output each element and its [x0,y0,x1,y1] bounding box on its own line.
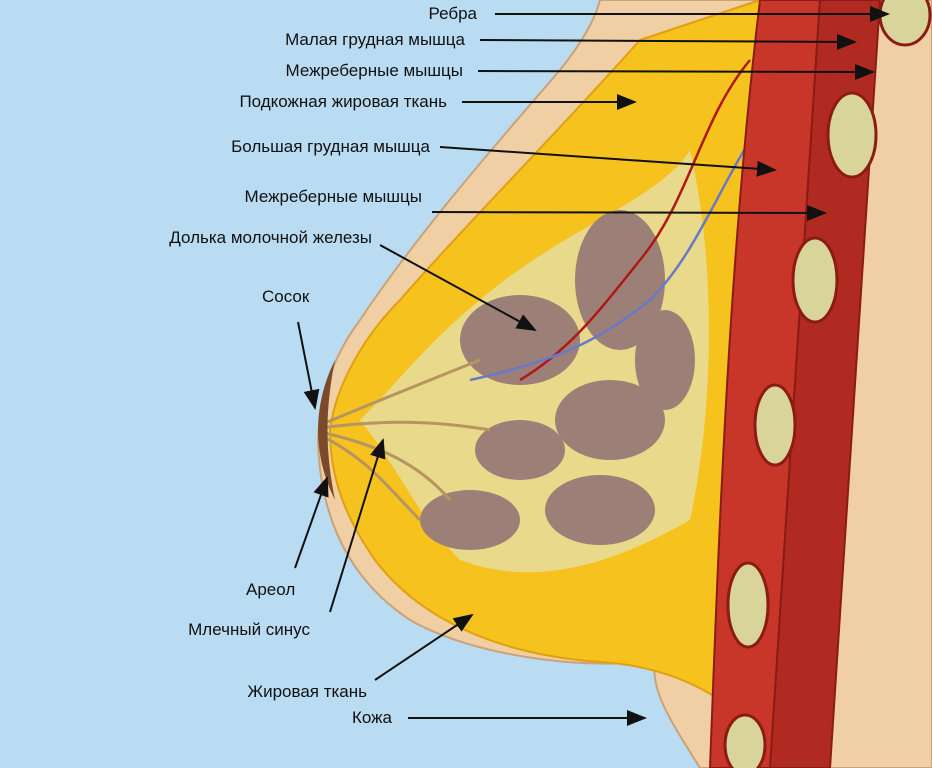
label-lobule: Долька молочной железы [169,228,372,247]
arrow-intercostal-1 [477,63,875,80]
label-fat-tissue: Жировая ткань [247,682,367,701]
arrow-lactiferous-sinus [329,438,386,613]
ribs [723,0,932,768]
arrow-intercostal-2 [431,204,827,221]
arrow-pectoralis-minor [479,33,857,50]
label-intercostal-1: Межреберные мышцы [285,61,463,80]
label-lactiferous-sinus: Млечный синус [188,620,310,639]
arrow-areola [294,476,329,569]
label-ribs: Ребра [428,4,477,23]
label-pectoralis-major: Большая грудная мышца [231,137,430,156]
lactiferous-ducts [319,358,491,522]
gland-lobules [420,210,695,550]
arrow-nipple [297,321,320,410]
label-skin: Кожа [352,708,392,727]
label-areola: Ареол [246,580,296,599]
arrow-fat-tissue [374,613,474,681]
label-subcutaneous-fat: Подкожная жировая ткань [239,92,447,111]
vein [469,109,772,382]
blood-vessel [519,59,751,382]
label-pectoralis-minor: Малая грудная мышца [285,30,465,49]
pectoralis-minor [768,0,882,768]
label-nipple: Сосок [262,287,310,306]
label-intercostal-2: Межреберные мышцы [244,187,422,206]
arrow-pectoralis-major [439,146,777,177]
arrow-lobule [379,244,537,331]
areola [318,360,335,500]
